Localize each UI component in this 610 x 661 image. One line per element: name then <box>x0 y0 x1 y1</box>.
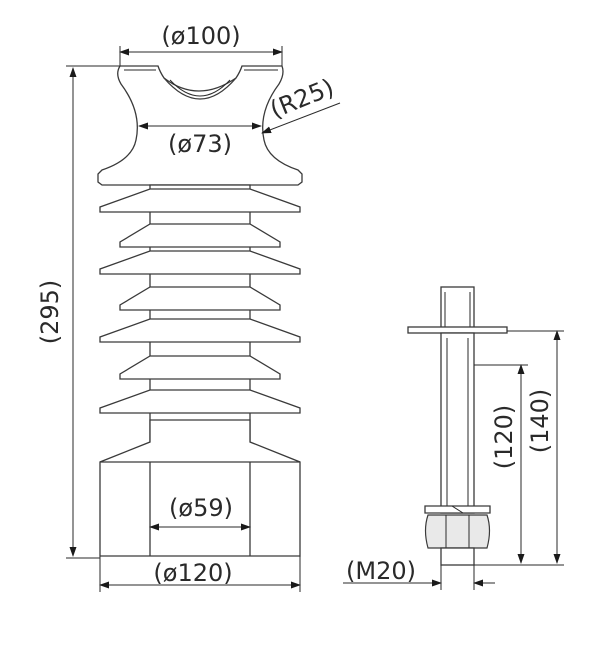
head-groove <box>163 77 237 100</box>
insulator-shed <box>119 286 281 311</box>
insulator-base <box>99 419 301 557</box>
insulator-sheds <box>99 188 301 414</box>
lock-washer-split <box>451 505 464 514</box>
insulator-shed <box>99 318 301 343</box>
label-bolt-inner: (120) <box>490 405 518 470</box>
dimension-lines <box>66 46 564 592</box>
label-base-diameter: (ø120) <box>153 559 232 587</box>
head-groove-inner <box>169 79 231 97</box>
label-top-diameter: (ø100) <box>161 22 240 50</box>
bolt-shank <box>440 332 475 514</box>
label-total-height: (295) <box>36 280 64 345</box>
dim-leader-radius <box>261 102 341 134</box>
insulator-body <box>97 65 303 557</box>
bolt-assembly <box>407 286 508 566</box>
insulator-shed <box>119 355 281 380</box>
bolt-thread-top <box>440 286 475 334</box>
insulator-shed <box>99 250 301 275</box>
bolt-thread-bottom <box>440 547 475 566</box>
insulator-shed <box>99 188 301 213</box>
bolt-washer-top <box>407 326 508 334</box>
label-neck-diameter: (ø73) <box>168 130 232 158</box>
insulator-shed <box>99 389 301 414</box>
bolt-nut <box>424 514 491 549</box>
label-bore-diameter: (ø59) <box>169 494 233 522</box>
label-bolt-outer: (140) <box>526 389 554 454</box>
insulator-shed <box>119 223 281 248</box>
label-bolt-thread: (M20) <box>346 557 416 585</box>
